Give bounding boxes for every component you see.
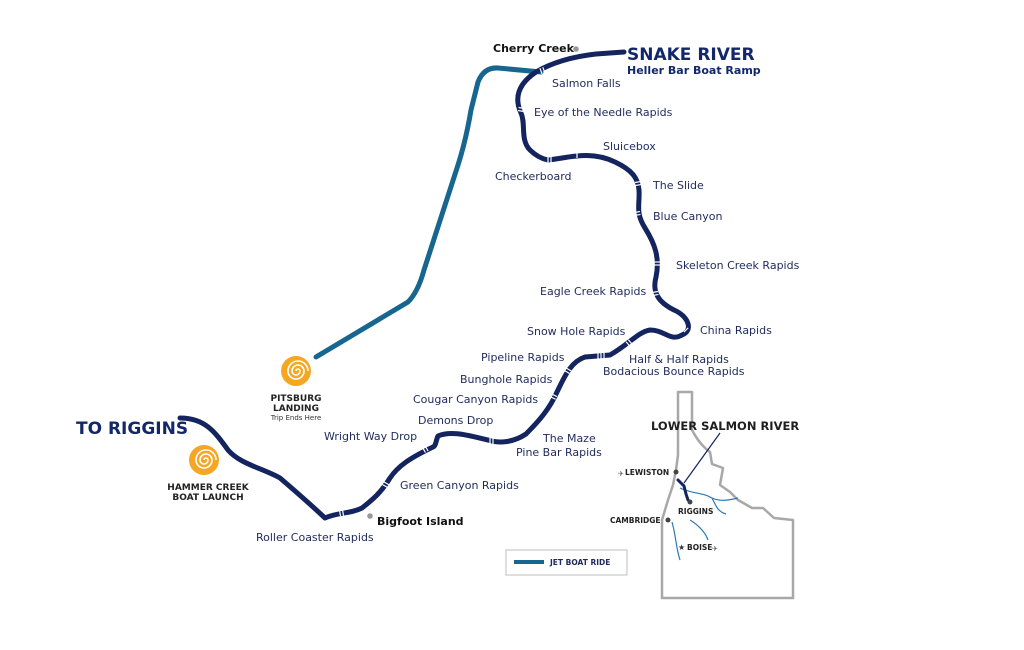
lower-salmon-highlight — [676, 478, 690, 502]
rapid-label: Blue Canyon — [653, 210, 722, 223]
rapid-label: Half & Half Rapids — [629, 353, 729, 366]
rapid-label: Bunghole Rapids — [460, 373, 553, 386]
idaho-state-outline — [660, 390, 795, 600]
legend-jet-boat-label: JET BOAT RIDE — [549, 558, 610, 567]
rapid-label: Cougar Canyon Rapids — [413, 393, 538, 406]
rapid-label: Salmon Falls — [552, 77, 621, 90]
star-icon: ★ — [678, 543, 685, 552]
rapid-markers — [338, 66, 689, 517]
jet-boat-route — [313, 65, 544, 360]
rapid-label: Skeleton Creek Rapids — [676, 259, 800, 272]
to-riggins-title: TO RIGGINS — [76, 419, 188, 439]
svg-text:HAMMER CREEK: HAMMER CREEK — [167, 483, 249, 493]
tributary-lines — [671, 487, 739, 561]
cherry-creek-dot — [573, 46, 579, 52]
rapid-label: Pine Bar Rapids — [516, 446, 602, 459]
svg-text:Trip Ends Here: Trip Ends Here — [270, 414, 322, 422]
heller-bar-label: Heller Bar Boat Ramp — [627, 64, 761, 77]
city-riggins: RIGGINS — [678, 507, 713, 516]
rapid-label: Bodacious Bounce Rapids — [603, 365, 745, 378]
salmon-river-route — [177, 49, 691, 521]
cherry-creek-label: Cherry Creek — [493, 42, 575, 55]
rapid-label: Eye of the Needle Rapids — [534, 106, 673, 119]
rapid-label: Sluicebox — [603, 140, 656, 153]
city-lewiston: LEWISTON — [625, 468, 669, 477]
svg-text:LANDING: LANDING — [273, 404, 319, 414]
snake-river-title: SNAKE RIVER — [627, 45, 755, 65]
pitsburg-landing: PITSBURG LANDING Trip Ends Here — [270, 356, 322, 422]
legend: JET BOAT RIDE — [505, 549, 628, 576]
rapid-label: Green Canyon Rapids — [400, 479, 519, 492]
inset-title: LOWER SALMON RIVER — [651, 419, 799, 433]
rapid-label: The Maze — [542, 432, 596, 445]
rapid-label: Snow Hole Rapids — [527, 325, 626, 338]
rapid-label: Roller Coaster Rapids — [256, 531, 374, 544]
city-boise: BOISE — [687, 543, 712, 552]
spiral-icon — [281, 356, 311, 386]
spiral-icon — [189, 445, 219, 475]
rapid-label: The Slide — [652, 179, 704, 192]
svg-text:BOAT LAUNCH: BOAT LAUNCH — [172, 493, 243, 503]
rapid-label: Wright Way Drop — [324, 430, 417, 443]
pointer-line — [683, 432, 721, 484]
rapid-label: Eagle Creek Rapids — [540, 285, 647, 298]
airplane-icon: ✈ — [618, 470, 624, 478]
rapid-label: Pipeline Rapids — [481, 351, 565, 364]
hammer-creek-boat-launch: HAMMER CREEK BOAT LAUNCH — [167, 445, 250, 503]
idaho-inset-map: LOWER SALMON RIVER LEWISTON RIGGINS CAMB… — [610, 390, 799, 600]
rapid-label: Demons Drop — [418, 414, 493, 427]
airplane-icon: ✈ — [712, 545, 718, 553]
city-cambridge: CAMBRIDGE — [610, 516, 661, 525]
svg-text:PITSBURG: PITSBURG — [270, 394, 321, 404]
bigfoot-island-label: Bigfoot Island — [377, 515, 464, 528]
bigfoot-island-dot — [367, 513, 373, 519]
rapid-label: Checkerboard — [495, 170, 572, 183]
rapid-label: China Rapids — [700, 324, 772, 337]
